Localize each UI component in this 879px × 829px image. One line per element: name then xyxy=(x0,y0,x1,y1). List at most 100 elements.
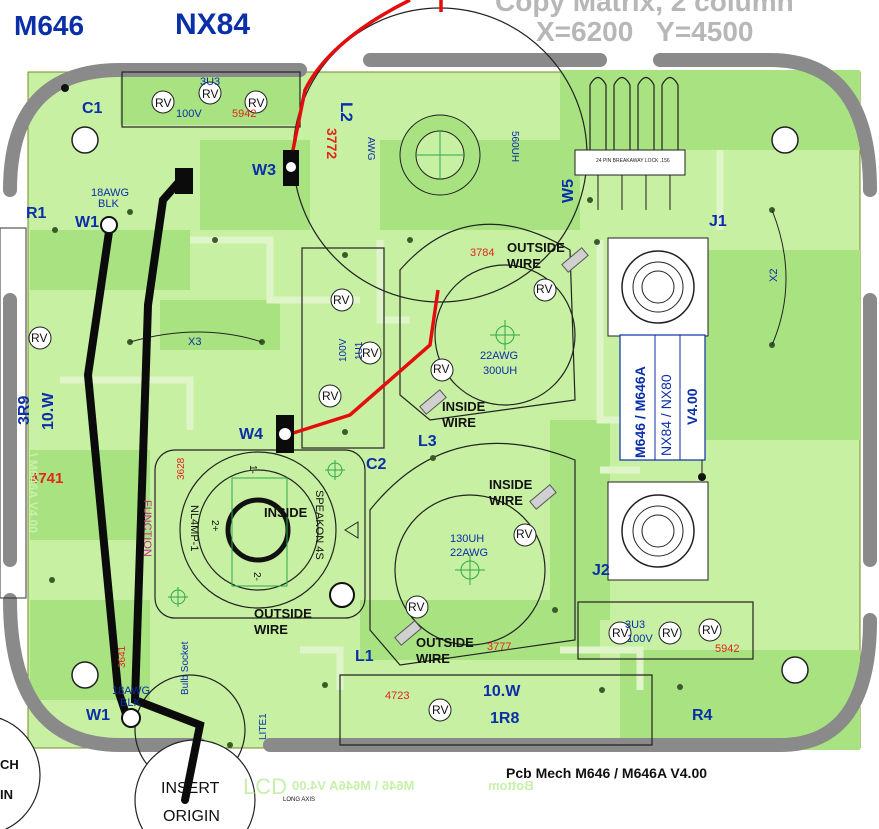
w3-label: W3 xyxy=(252,162,276,179)
l2-awg: AWG xyxy=(365,137,376,161)
rv-symbols xyxy=(28,81,722,722)
rv-1: RV xyxy=(155,96,172,110)
l3-label: L3 xyxy=(418,433,437,450)
w5-label: W5 xyxy=(560,179,577,203)
pin-1-minus: 1- xyxy=(247,465,258,474)
pin-2-plus: 2+ xyxy=(209,520,220,532)
l3-awg: 22AWG xyxy=(480,350,519,362)
rv-c3-2: RV xyxy=(662,626,679,640)
j1-jack xyxy=(607,237,709,337)
c2-label: C2 xyxy=(366,456,387,473)
mounting-holes xyxy=(71,126,809,689)
pcb-mech-label: Pcb Mech M646 / M646A V4.00 xyxy=(506,765,708,781)
l2-code: 3772 xyxy=(324,128,340,160)
inside-wire-3a: INSIDE xyxy=(489,477,533,492)
side-version-mirrored: M646 \ M646A V4.00 xyxy=(26,420,40,533)
r8-outline xyxy=(339,674,653,746)
rv-l3-left: RV xyxy=(433,362,450,376)
l3-outline xyxy=(399,223,576,421)
l1-outline xyxy=(369,442,576,666)
speakon-label: SPEAKON 4S xyxy=(313,490,325,560)
l1-inductance: 130UH xyxy=(450,533,485,545)
outside-wire-2b: WIRE xyxy=(254,622,288,637)
rv-l1-right: RV xyxy=(516,527,533,541)
rv-c3-3: RV xyxy=(702,623,719,637)
l2-label: L2 xyxy=(337,102,356,122)
coords-label: X=6200 Y=4500 xyxy=(536,16,754,47)
mounting-rails xyxy=(3,53,877,752)
rv-l1-left: RV xyxy=(408,600,425,614)
rv-c2-top: RV xyxy=(333,293,350,307)
inside-wire-1b: WIRE xyxy=(442,415,476,430)
c1-value: 3U3 xyxy=(200,76,221,88)
rv-r8: RV xyxy=(432,703,449,717)
c1-outline xyxy=(121,71,301,128)
rv-3: RV xyxy=(248,96,265,110)
r4-label: R4 xyxy=(692,707,713,724)
pin-2-minus: 2- xyxy=(251,572,262,581)
version-m646: M646 / M646A xyxy=(632,366,648,458)
lite1-label: LITE1 xyxy=(258,713,269,740)
pin-header xyxy=(574,76,686,210)
w1-bottom-label: W1 xyxy=(86,707,110,724)
c1-code: 5942 xyxy=(232,108,257,120)
black-wires xyxy=(83,171,205,804)
rv-c2-mid: RV xyxy=(362,346,379,360)
code-3641: 3641 xyxy=(117,645,128,668)
w1-top-label: W1 xyxy=(75,214,99,231)
copy-matrix-label: Copy Matrix, 2 column xyxy=(495,0,794,17)
insert-label: INSERT xyxy=(161,780,220,797)
function-label: FUNCTION xyxy=(141,500,153,557)
r8-label: 1R8 xyxy=(490,710,520,727)
c3-outline xyxy=(577,601,754,660)
version-nx84: NX84 / NX80 xyxy=(658,374,674,456)
c2-outline xyxy=(301,247,385,449)
rv-c2-bot: RV xyxy=(322,389,339,403)
outside-wire-3a: OUTSIDE xyxy=(416,635,474,650)
c2-voltage: 100V xyxy=(338,338,349,362)
origin-label: ORIGIN xyxy=(163,808,220,825)
outside-wire-1b: WIRE xyxy=(507,256,541,271)
c3-code: 5942 xyxy=(715,643,740,655)
outside-wire-2a: OUTSIDE xyxy=(254,606,312,621)
l2-inductance: 560UH xyxy=(509,131,520,163)
l3-inductance: 300UH xyxy=(483,365,518,377)
lcd-label: LCD xyxy=(243,774,288,799)
j2-label: J2 xyxy=(592,562,610,579)
model-left-label: M646 xyxy=(14,10,85,41)
code-3784: 3784 xyxy=(470,247,495,259)
j1-label: J1 xyxy=(709,213,727,230)
w1-top-blk: BLK xyxy=(98,198,119,210)
r9-wattage: 10.W xyxy=(40,392,57,430)
outside-wire-1a: OUTSIDE xyxy=(507,240,565,255)
c1-voltage: 100V xyxy=(176,108,202,120)
w1-bottom-awg: 18AWG xyxy=(112,685,151,697)
code-3628: 3628 xyxy=(176,457,187,480)
w4-label: W4 xyxy=(239,426,263,443)
inside-wire-3b: WIRE xyxy=(489,493,523,508)
pin-header-caption: 24 PIN BREAKAWAY LOCK .156 xyxy=(596,158,670,164)
long-axis-label: LONG AXIS xyxy=(283,797,316,803)
red-wires xyxy=(286,0,443,437)
version-v4: V4.00 xyxy=(684,388,700,425)
bottom-mirrored-version: M646 \ M646A V4.00 xyxy=(292,778,415,793)
x3-label: X3 xyxy=(188,336,202,348)
mech-label: CH xyxy=(0,757,19,772)
bulb-socket-label: Bulb Socket xyxy=(180,641,191,695)
wire-markers xyxy=(394,247,589,646)
l1-awg: 22AWG xyxy=(450,547,489,559)
rv-2: RV xyxy=(202,87,219,101)
l1-label: L1 xyxy=(355,648,374,665)
rv-c3-1: RV xyxy=(612,626,629,640)
c3-voltage: 100V xyxy=(627,633,653,645)
speakon-connector xyxy=(154,449,366,619)
w1-top-awg: 18AWG xyxy=(91,187,130,199)
c3-value: 3U3 xyxy=(625,619,646,631)
inside-wire-2: INSIDE xyxy=(264,505,308,520)
x2-label: X2 xyxy=(768,268,780,282)
w1-bottom-blk: BLK xyxy=(120,697,141,709)
r8-wattage: 10.W xyxy=(483,683,521,700)
outside-wire-3b: WIRE xyxy=(416,651,450,666)
